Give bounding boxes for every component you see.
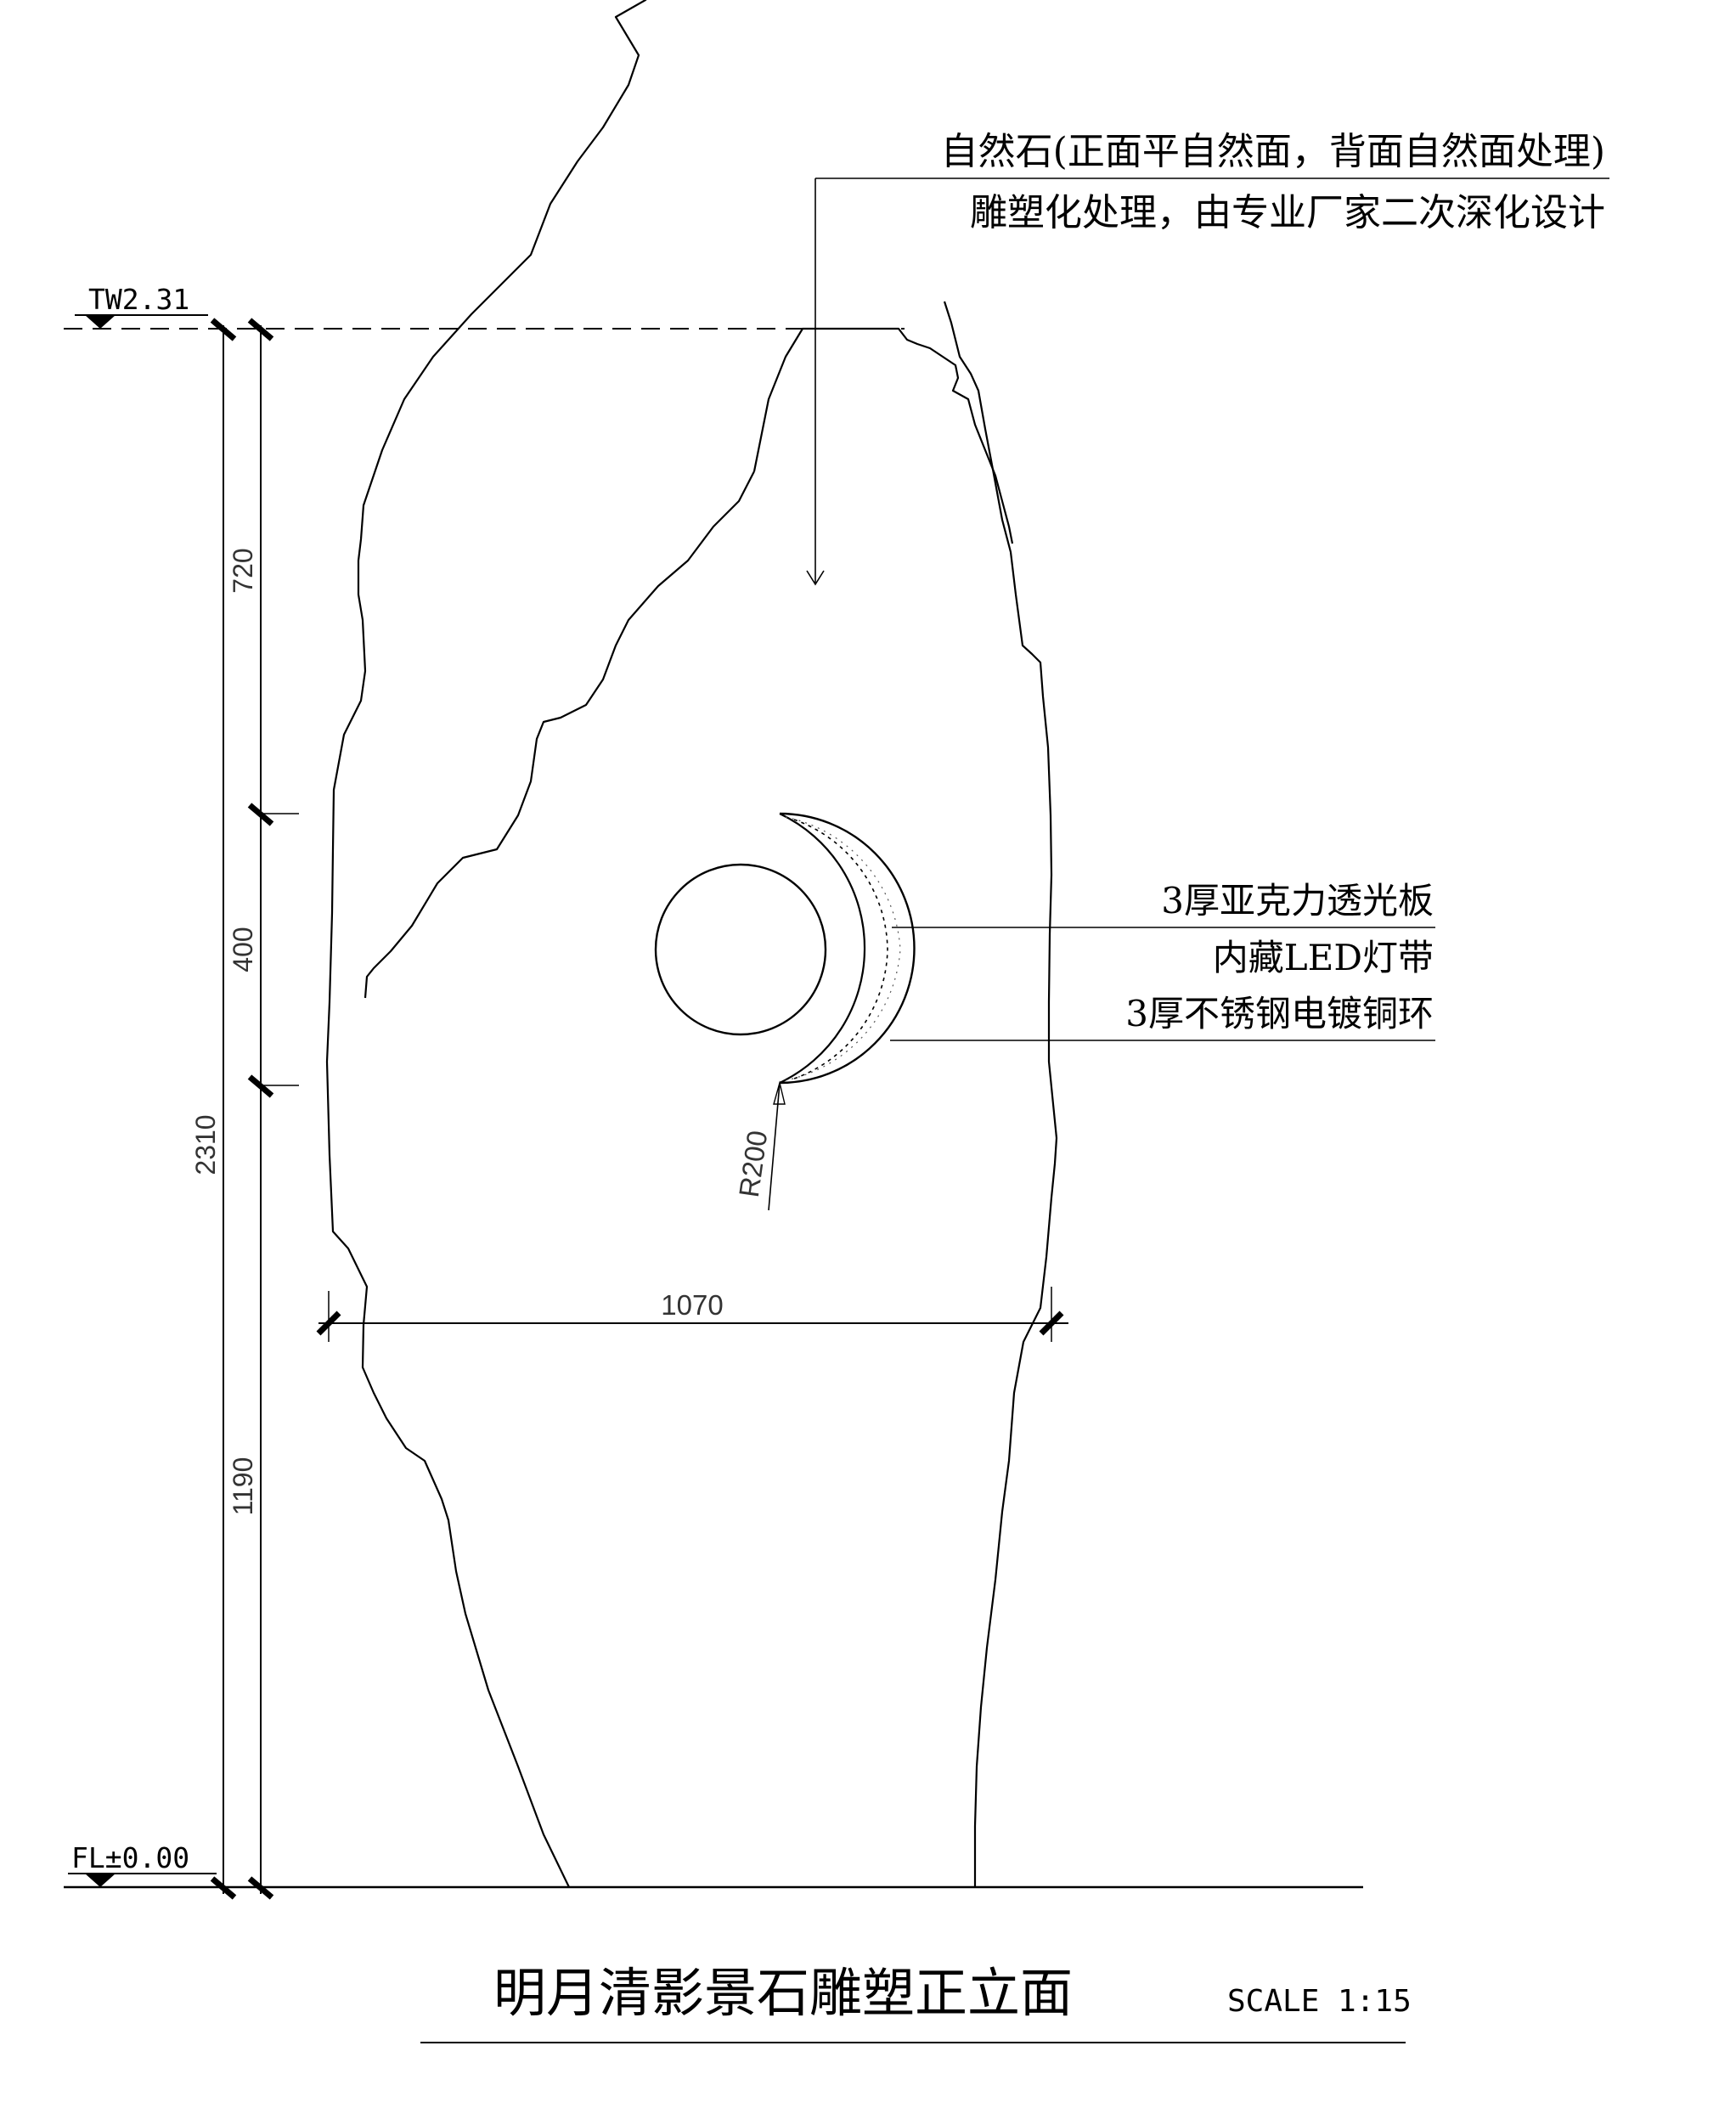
stone-note-line2: 雕塑化处理，由专业厂家二次深化设计	[970, 191, 1605, 234]
led-note: 内藏LED灯带	[1213, 937, 1434, 978]
dim-ring-label: 400	[228, 927, 258, 972]
dim-tick	[247, 803, 274, 826]
floor-level-marker: FL±0.00	[68, 1841, 217, 1887]
moon-disc	[654, 863, 827, 1036]
ring-outer-crescent	[779, 812, 916, 1085]
ring-inner-crescent	[779, 813, 866, 1084]
dim-tick	[247, 318, 274, 341]
radius-label: R200	[733, 1129, 774, 1199]
dim-width-label: 1070	[661, 1289, 723, 1321]
dim-tick	[247, 1074, 274, 1098]
stone-left-upper	[364, 471, 755, 999]
dim-tick	[210, 318, 237, 341]
floor-level-label: FL±0.00	[71, 1841, 189, 1874]
top-level-label: TW2.31	[88, 283, 189, 316]
stone-top	[752, 327, 1014, 544]
top-level-marker: TW2.31	[75, 283, 208, 329]
acrylic-note: 3厚亚克力透光板	[1161, 880, 1434, 921]
drawing-scale: SCALE 1:15	[1227, 1984, 1412, 2019]
moon-ring	[654, 812, 916, 1085]
dim-tick	[247, 1876, 274, 1900]
dim-total-label: 2310	[190, 1114, 221, 1175]
drawing-title: 明月清影景石雕塑正立面	[493, 1962, 1073, 2024]
stone-outline-right	[943, 301, 1058, 1887]
ring-fill-dots	[785, 816, 901, 1081]
radius-arrow	[773, 1080, 786, 1105]
stone-callout-arrow	[806, 570, 825, 586]
stone-note-line1: 自然石(正面平自然面，背面自然面处理)	[941, 130, 1605, 173]
steel-ring-note: 3厚不锈钢电镀铜环	[1125, 993, 1434, 1034]
stone-outline	[325, 0, 647, 1888]
dim-upper-label: 720	[228, 548, 258, 593]
dim-tick	[210, 1876, 237, 1900]
ring-led-band	[793, 819, 888, 1079]
dim-lower-label: 1190	[228, 1457, 258, 1516]
